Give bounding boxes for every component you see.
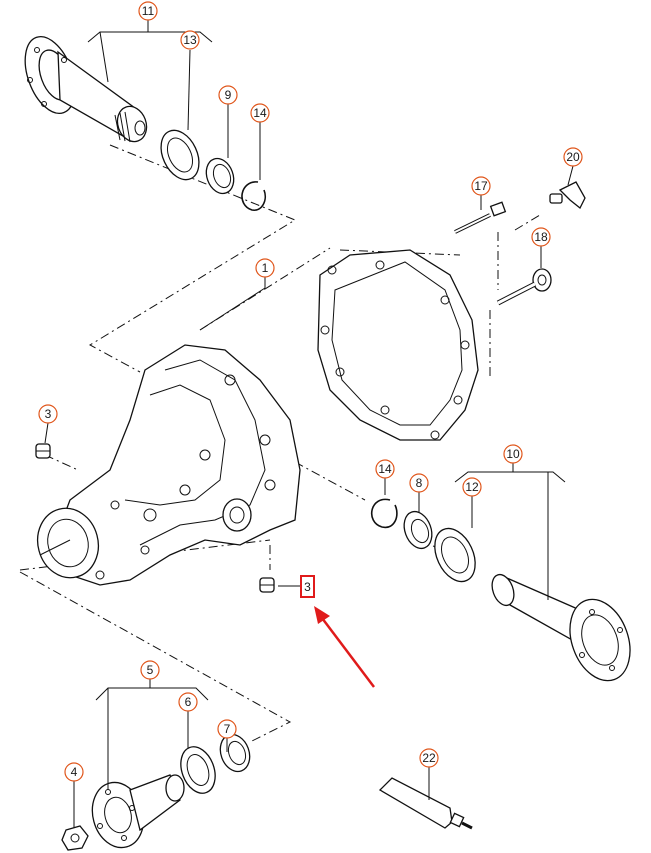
svg-text:1: 1	[262, 261, 269, 275]
svg-text:8: 8	[416, 476, 423, 490]
callout-labels: 11 13 9 14 17 20 18 1 3 14 8 12 10 3 5 6…	[38, 1, 583, 782]
callout-11[interactable]: 11	[138, 1, 158, 21]
callout-18[interactable]: 18	[531, 227, 551, 247]
svg-text:3: 3	[45, 407, 52, 421]
svg-text:6: 6	[185, 695, 192, 709]
plug-drain	[259, 577, 300, 593]
final-drive-housing	[36, 249, 479, 586]
callout-8[interactable]: 8	[409, 473, 429, 493]
spacer-ring-input	[219, 733, 251, 773]
oil-seal-input	[180, 746, 216, 794]
callout-1[interactable]: 1	[255, 258, 275, 278]
callout-3-highlighted[interactable]: 3	[300, 575, 315, 598]
callout-13[interactable]: 13	[180, 30, 200, 50]
callout-14-top[interactable]: 14	[250, 103, 270, 123]
sealant-tube	[378, 777, 473, 830]
spacer-ring-left	[205, 157, 235, 195]
svg-text:22: 22	[422, 751, 436, 765]
svg-text:11: 11	[142, 4, 155, 18]
callout-20[interactable]: 20	[563, 147, 583, 167]
oil-seal-left	[160, 129, 200, 181]
callout-4[interactable]: 4	[64, 762, 84, 782]
svg-text:13: 13	[183, 33, 197, 47]
breather-valve	[549, 181, 586, 210]
callout-12[interactable]: 12	[462, 477, 482, 497]
bolt-long	[454, 201, 507, 234]
flange-nut	[61, 825, 89, 851]
drive-flange-right	[491, 573, 631, 682]
svg-text:4: 4	[71, 765, 78, 779]
oil-seal-right	[434, 527, 476, 583]
circlip-left	[241, 181, 267, 211]
svg-text:14: 14	[253, 106, 267, 120]
svg-text:3: 3	[304, 580, 311, 594]
svg-text:17: 17	[474, 179, 488, 193]
callout-22[interactable]: 22	[419, 748, 439, 768]
leader-lines	[44, 20, 574, 828]
bolt-washer	[496, 268, 552, 306]
svg-text:10: 10	[506, 447, 520, 461]
svg-text:9: 9	[225, 88, 232, 102]
callout-14-right[interactable]: 14	[375, 459, 395, 479]
callout-7[interactable]: 7	[217, 719, 237, 739]
callout-5[interactable]: 5	[140, 660, 160, 680]
spacer-ring-right	[403, 510, 433, 550]
svg-text:18: 18	[534, 230, 548, 244]
callout-10[interactable]: 10	[503, 444, 523, 464]
svg-text:20: 20	[566, 150, 580, 164]
drive-flange-left	[24, 36, 148, 143]
callout-9[interactable]: 9	[218, 85, 238, 105]
callout-17[interactable]: 17	[471, 176, 491, 196]
callout-3-top[interactable]: 3	[38, 404, 58, 424]
input-flange	[91, 774, 185, 849]
circlip-right	[370, 498, 398, 529]
highlight-arrow	[314, 606, 375, 688]
svg-text:7: 7	[224, 722, 231, 736]
plug-fill	[35, 443, 51, 459]
svg-text:14: 14	[378, 462, 392, 476]
callout-6[interactable]: 6	[178, 692, 198, 712]
svg-text:5: 5	[147, 663, 154, 677]
svg-text:12: 12	[465, 480, 479, 494]
